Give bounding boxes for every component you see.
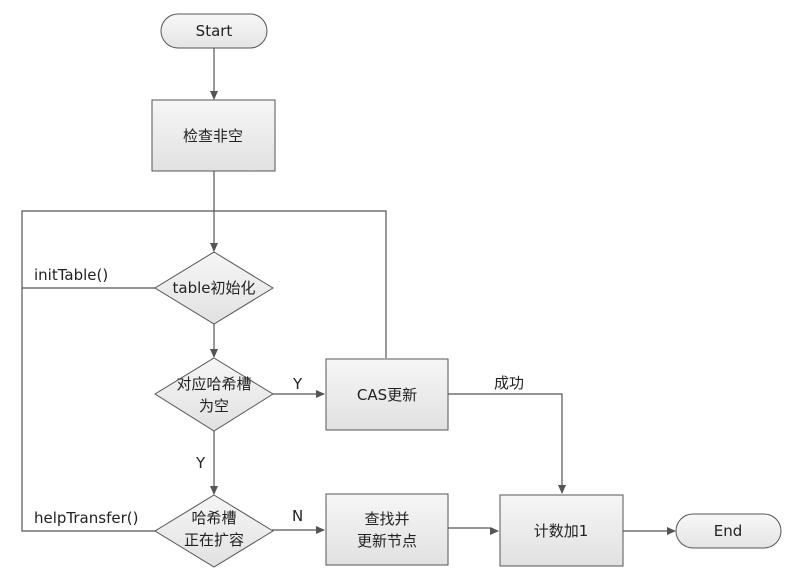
connectors [21,48,676,535]
check-not-null-box: 检查非空 [151,99,276,172]
init-table-edge-label: initTable() [34,266,108,284]
count-add-box: 计数加1 [499,494,624,567]
edge-init-table-loop [21,210,214,289]
end-terminal: End [675,513,782,549]
check-not-null-label: 检查非空 [183,127,243,145]
count-add-label: 计数加1 [534,522,589,540]
table-init-diamond: table初始化 [154,251,274,325]
start-terminal: Start [160,13,268,49]
success-edge-label: 成功 [494,374,524,392]
end-label: End [714,522,743,540]
cas-update-label: CAS更新 [357,386,417,404]
slot-empty-label-line2: 为空 [199,397,229,415]
slot-resizing-diamond: 哈希槽 正在扩容 [154,494,274,568]
start-label: Start [196,22,233,40]
edge-find-to-count [448,527,499,535]
slot-resizing-label-line2: 正在扩容 [184,531,244,549]
find-update-box: 查找并 更新节点 [325,493,449,566]
slot-resizing-label-line1: 哈希槽 [191,509,236,527]
edge-help-transfer-loop [21,288,156,532]
yes-right-edge-label: Y [292,375,303,393]
slot-empty-diamond: 对应哈希槽 为空 [154,357,274,432]
no-edge-label: N [292,507,303,525]
cas-update-box: CAS更新 [325,358,449,431]
edge-cas-loop-back [214,210,387,358]
edge-cas-success [448,393,566,494]
help-transfer-edge-label: helpTransfer() [34,509,138,527]
find-update-label-line2: 更新节点 [357,532,417,550]
find-update-label-line1: 查找并 [364,510,409,528]
slot-empty-label-line1: 对应哈希槽 [176,375,251,393]
yes-down-edge-label: Y [195,454,206,472]
table-init-label: table初始化 [173,279,256,297]
